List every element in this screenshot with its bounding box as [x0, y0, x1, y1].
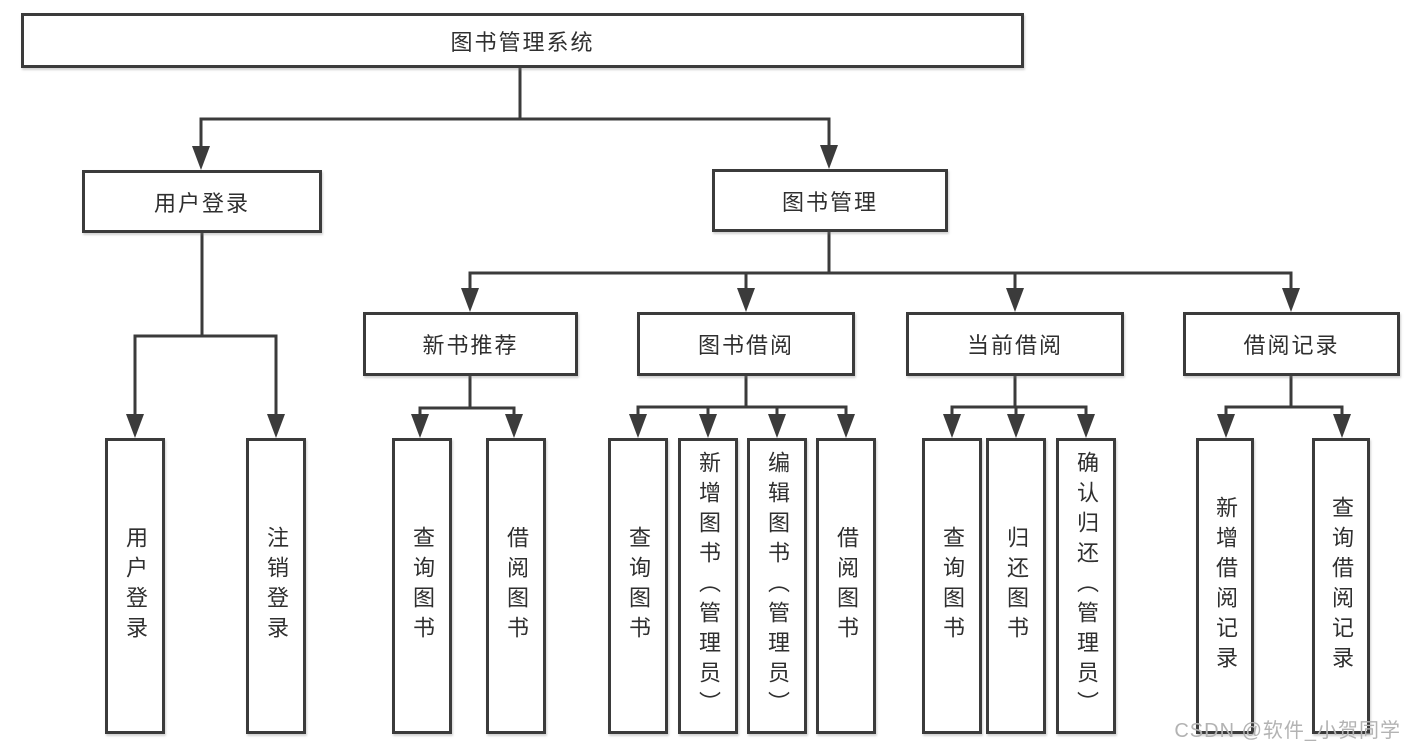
arrowhead [699, 414, 717, 438]
node-label: 编辑图书（管理员） [765, 451, 790, 721]
arrowhead [1007, 414, 1025, 438]
node-label: 查询图书 [626, 526, 651, 646]
connector-login [133, 232, 278, 415]
leaf-bb-add-books-admin: 新增图书（管理员） [678, 438, 738, 734]
node-label: 确认归还（管理员） [1074, 451, 1099, 721]
arrowhead [820, 145, 838, 169]
node-root-system: 图书管理系统 [21, 13, 1024, 68]
node-label: 归还图书 [1004, 526, 1029, 646]
node-label: 新增图书（管理员） [696, 451, 721, 721]
node-label: 查询图书 [410, 526, 435, 646]
arrowhead [737, 288, 755, 312]
node-label: 图书管理 [781, 189, 878, 215]
arrowhead [943, 414, 961, 438]
connector-mgmt [468, 232, 1293, 289]
node-label: 注销登录 [264, 526, 289, 646]
node-label: 用户登录 [153, 190, 250, 216]
node-label: 当前借阅 [966, 333, 1063, 358]
arrowhead [629, 414, 647, 438]
node-current-borrow: 当前借阅 [906, 312, 1124, 376]
arrowhead [1006, 288, 1024, 312]
leaf-rec-query-books: 查询图书 [392, 438, 452, 734]
arrowhead [1217, 414, 1235, 438]
leaf-cb-confirm-return-admin: 确认归还（管理员） [1056, 438, 1116, 734]
node-label: 借阅图书 [504, 526, 529, 646]
node-label: 查询借阅记录 [1329, 496, 1354, 676]
arrowhead [1282, 288, 1300, 312]
leaf-cb-query-books: 查询图书 [922, 438, 982, 734]
node-label: 新书推荐 [422, 333, 519, 358]
connector-br [1224, 376, 1344, 415]
node-borrow-records: 借阅记录 [1183, 312, 1400, 376]
arrowhead [1077, 414, 1095, 438]
arrowhead [126, 414, 144, 438]
leaf-bb-borrow-books: 借阅图书 [816, 438, 876, 734]
leaf-rec-borrow-books: 借阅图书 [486, 438, 546, 734]
leaf-br-add-record: 新增借阅记录 [1196, 438, 1254, 734]
node-new-book-recommend: 新书推荐 [363, 312, 578, 376]
leaf-logout: 注销登录 [246, 438, 306, 734]
node-label: 图书借阅 [697, 333, 794, 358]
arrowhead [192, 146, 210, 170]
arrowhead [461, 288, 479, 312]
node-label: 借阅记录 [1243, 333, 1340, 358]
connector-bb [636, 376, 848, 415]
leaf-bb-query-books: 查询图书 [608, 438, 668, 734]
connector-cb [950, 376, 1088, 415]
arrowhead [1333, 414, 1351, 438]
arrowhead [837, 414, 855, 438]
connector-root [199, 68, 831, 147]
arrowhead [768, 414, 786, 438]
leaf-cb-return-books: 归还图书 [986, 438, 1046, 734]
leaf-bb-edit-books-admin: 编辑图书（管理员） [747, 438, 807, 734]
node-label: 新增借阅记录 [1213, 496, 1238, 676]
node-book-management: 图书管理 [712, 169, 948, 232]
connector-rec [418, 376, 516, 415]
leaf-user-login: 用户登录 [105, 438, 165, 734]
arrowhead [267, 414, 285, 438]
node-label: 用户登录 [123, 526, 148, 646]
leaf-br-query-record: 查询借阅记录 [1312, 438, 1370, 734]
arrowhead [411, 414, 429, 438]
node-user-login-branch: 用户登录 [82, 170, 322, 233]
node-label: 查询图书 [940, 526, 965, 646]
csdn-watermark: CSDN @软件_小贺同学 [1174, 720, 1401, 742]
node-label: 图书管理系统 [450, 29, 595, 55]
arrowhead [505, 414, 523, 438]
node-label: 借阅图书 [834, 526, 859, 646]
node-book-borrow: 图书借阅 [637, 312, 855, 376]
